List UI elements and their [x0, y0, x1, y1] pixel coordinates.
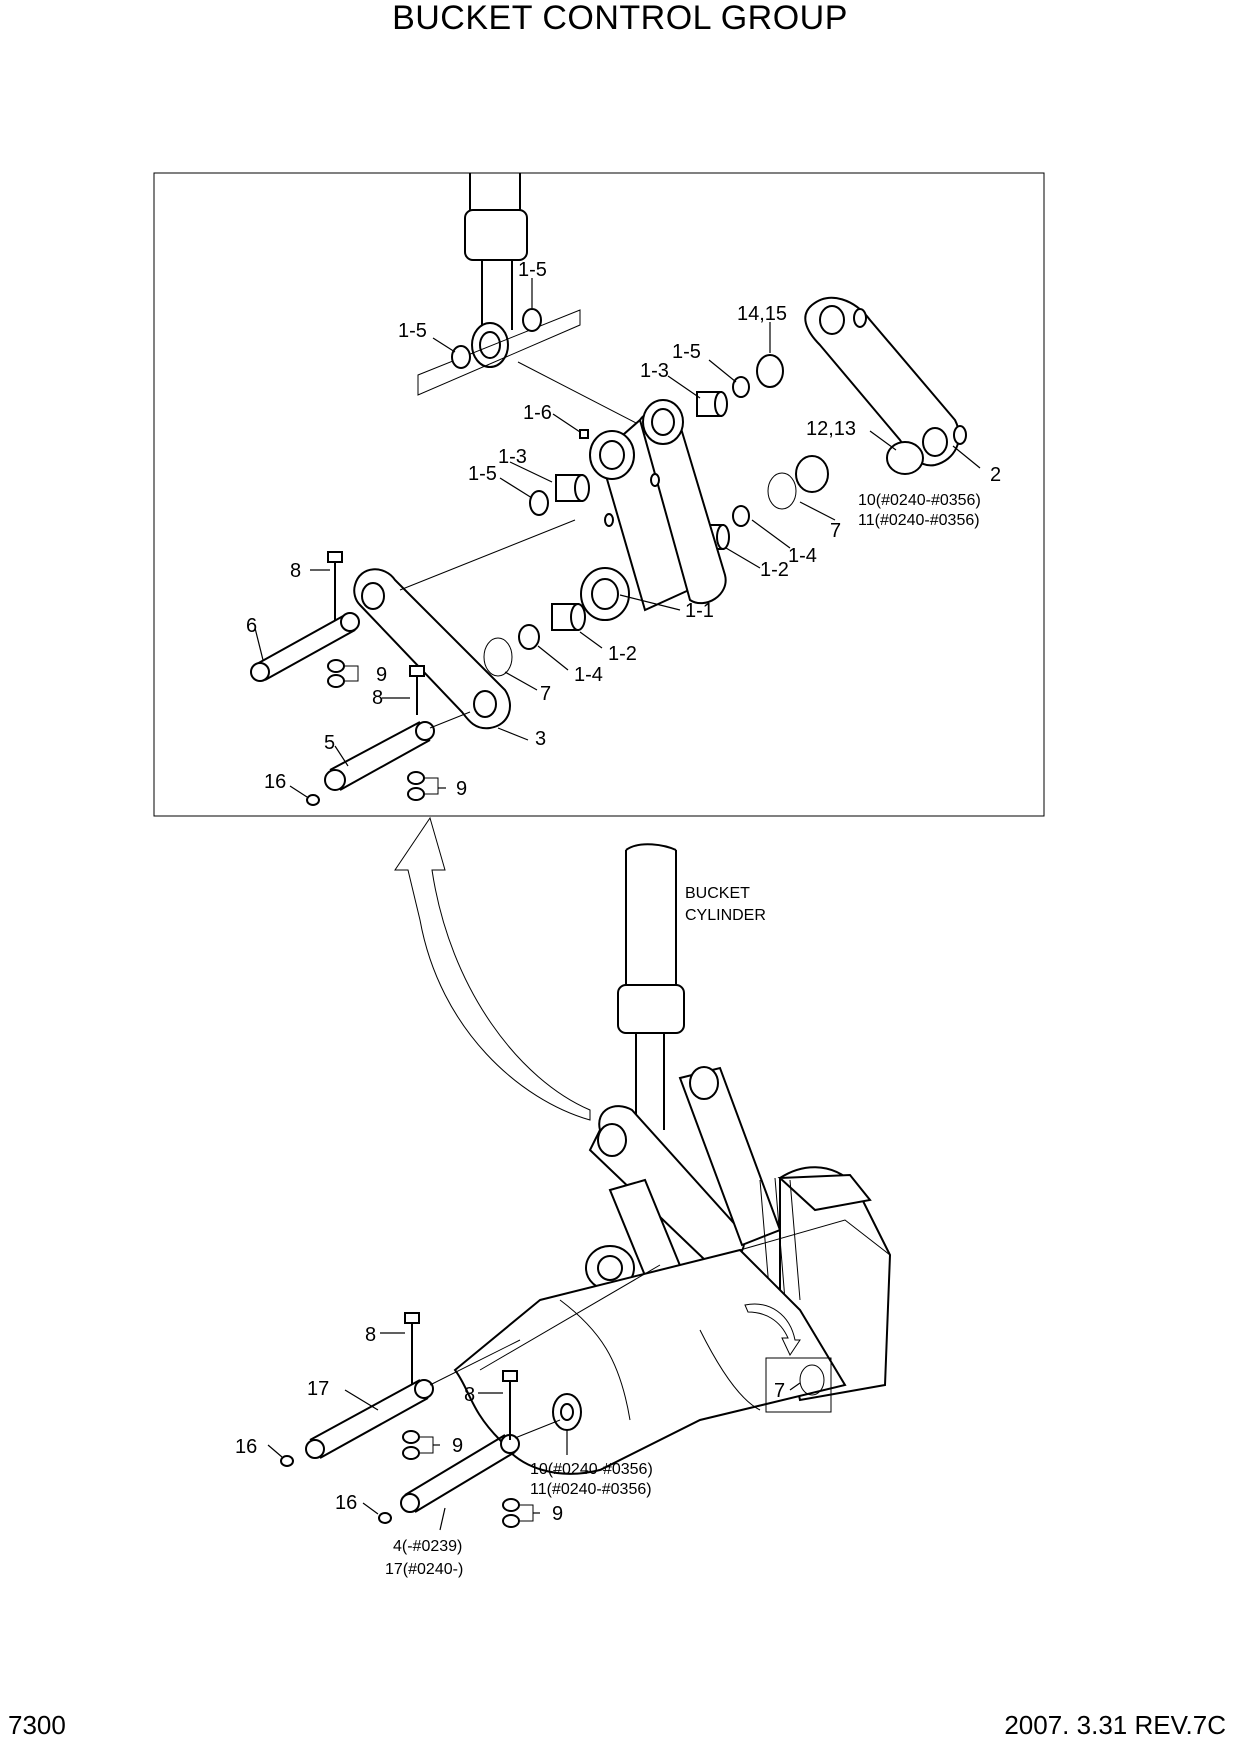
callout-16-detail: 16 — [264, 771, 286, 793]
grease-nipple-1-6 — [579, 429, 589, 439]
o-ring-box — [765, 1357, 832, 1413]
nuts-9-mid — [407, 771, 439, 801]
o-ring-7-left — [483, 637, 513, 677]
callout-8-b: 8 — [464, 1384, 475, 1406]
detail-frame — [153, 172, 1045, 817]
washer-1-5-mid — [732, 376, 750, 398]
callout-7-left: 7 — [540, 683, 551, 705]
callout-11-range-detail: 11(#0240-#0356) — [858, 512, 980, 529]
seal-1-4-right — [732, 505, 750, 527]
pin-6 — [250, 612, 360, 682]
pin-4-17 — [400, 1434, 520, 1513]
callout-7-box: 7 — [774, 1380, 785, 1402]
bolt-8-top — [327, 551, 343, 620]
callout-5: 5 — [324, 732, 335, 754]
nuts-9-top — [327, 659, 359, 688]
callout-8-top: 8 — [290, 560, 301, 582]
bucket-cylinder-label-2: CYLINDER — [685, 907, 766, 924]
pin-17 — [305, 1379, 434, 1459]
callout-9-b: 9 — [552, 1503, 563, 1525]
callout-1-4-left: 1-4 — [574, 664, 603, 686]
bucket-cylinder — [617, 843, 685, 1130]
washer-1-5-top — [522, 308, 542, 332]
link-2 — [804, 296, 967, 467]
nipple-16-detail — [306, 794, 320, 806]
bushing-1-3-upper — [696, 391, 728, 417]
callout-1-2-left: 1-2 — [608, 643, 637, 665]
callout-10-range-main: 10(#0240-#0356) — [530, 1461, 653, 1478]
callout-1-5-left: 1-5 — [398, 320, 427, 342]
seal-1-4-left — [518, 624, 540, 650]
o-ring-arrow — [744, 1303, 801, 1357]
bolt-8-a — [404, 1312, 420, 1384]
callout-16-a: 16 — [235, 1436, 257, 1458]
bucket-cylinder-label-1: BUCKET — [685, 885, 750, 902]
callout-1-4-right: 1-4 — [788, 545, 817, 567]
washer-1-5-lower — [529, 490, 549, 516]
callout-1-3-lower: 1-3 — [498, 446, 527, 468]
callout-6: 6 — [246, 615, 257, 637]
pin-5 — [324, 721, 435, 791]
nuts-9-a — [402, 1430, 434, 1460]
washer-1-5-left — [451, 345, 471, 369]
callout-8-mid: 8 — [372, 687, 383, 709]
callout-1-1: 1-1 — [685, 600, 714, 622]
callout-10-range-detail: 10(#0240-#0356) — [858, 492, 981, 509]
bushing-1-2-left — [551, 603, 586, 631]
callout-12-13: 12,13 — [806, 418, 856, 440]
link-3 — [353, 568, 511, 730]
callout-2: 2 — [990, 464, 1001, 486]
page-number: 7300 — [8, 1710, 66, 1740]
revision-date: 2007. 3.31 REV.7C — [1004, 1710, 1226, 1740]
nuts-9-b — [502, 1498, 534, 1528]
callout-9-mid: 9 — [456, 778, 467, 800]
callout-1-5-top: 1-5 — [518, 259, 547, 281]
cylinder-rod-detail — [464, 173, 528, 368]
callout-8-a: 8 — [365, 1324, 376, 1346]
lever-1-1 — [580, 399, 727, 621]
shim-10-11 — [795, 455, 829, 493]
nipple-16-a — [280, 1455, 294, 1467]
callout-4-range: 4(-#0239) — [393, 1538, 462, 1555]
callout-7-right: 7 — [830, 520, 841, 542]
bolt-8-mid — [409, 665, 425, 715]
callout-1-6: 1-6 — [523, 402, 552, 424]
callout-1-5-mid: 1-5 — [672, 341, 701, 363]
callout-1-5-lower: 1-5 — [468, 463, 497, 485]
callout-16-b: 16 — [335, 1492, 357, 1514]
nipple-16-b — [378, 1512, 392, 1524]
pin-plane — [417, 309, 581, 396]
o-ring-7-right — [767, 472, 797, 510]
bucket-body — [453, 1166, 892, 1475]
callout-17-range: 17(#0240-) — [385, 1561, 463, 1578]
bushing-1-3-lower — [555, 474, 590, 502]
detail-arrow — [394, 816, 591, 1121]
callout-11-range-main: 11(#0240-#0356) — [530, 1481, 652, 1498]
callout-1-2-right: 1-2 — [760, 559, 789, 581]
callout-14-15: 14,15 — [737, 303, 787, 325]
page-title: BUCKET CONTROL GROUP — [392, 0, 848, 37]
callout-9-a: 9 — [452, 1435, 463, 1457]
callout-1-3-upper: 1-3 — [640, 360, 669, 382]
bolt-8-b — [502, 1370, 518, 1440]
callout-9-top: 9 — [376, 664, 387, 686]
callout-17: 17 — [307, 1378, 329, 1400]
shim-14-15 — [756, 354, 784, 388]
callout-3: 3 — [535, 728, 546, 750]
